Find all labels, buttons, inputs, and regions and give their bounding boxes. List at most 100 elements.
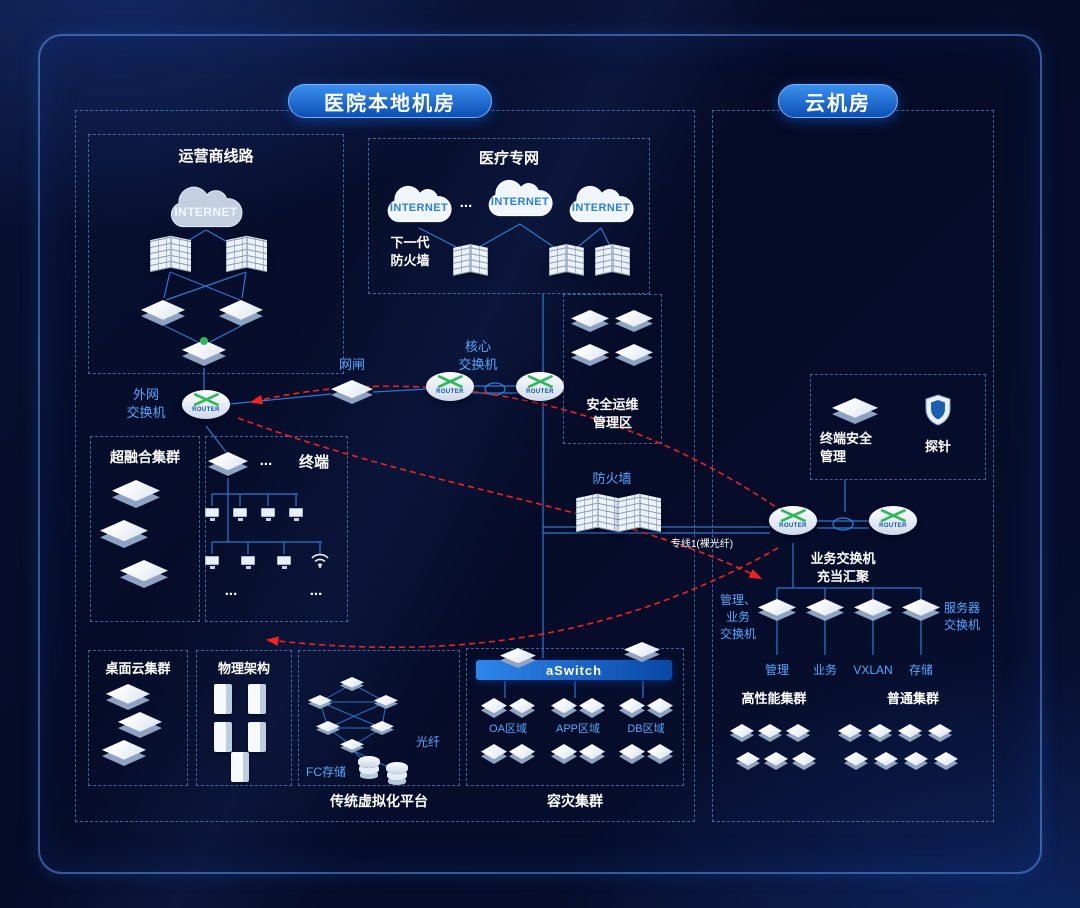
- router-label: ROUTER: [192, 406, 220, 413]
- internet-cloud: INTERNET: [377, 180, 461, 230]
- rack-server-icon: [792, 752, 816, 770]
- firewall-icon: [453, 244, 487, 276]
- net-vxlan-label: VXLAN: [853, 663, 893, 677]
- fc-storage-label: FC存储: [306, 765, 346, 779]
- rack-server-icon: [551, 744, 577, 764]
- leaf-switch-icon: [758, 599, 796, 621]
- rack-server-icon: [934, 752, 958, 770]
- ngfw-label: 下一代 防火墙: [390, 235, 430, 269]
- rack-server-icon: [928, 724, 952, 742]
- tower-server-icon: [248, 722, 266, 752]
- pc-icon: [233, 508, 247, 521]
- wifi-icon: [310, 552, 330, 573]
- hci-title: 超融合集群: [110, 449, 180, 465]
- leased-line-label: 专线1(裸光纤): [670, 539, 734, 550]
- internet-cloud: INTERNET: [559, 180, 643, 230]
- rack-server-icon: [730, 724, 754, 742]
- desktop-cloud-title: 桌面云集群: [105, 661, 171, 676]
- ellipsis: ...: [459, 194, 473, 211]
- rack-server-icon: [898, 724, 922, 742]
- network-gate-icon: [331, 380, 373, 404]
- rack-server-icon: [868, 724, 892, 742]
- rack-server-icon: [509, 744, 535, 764]
- rack-server-icon: [874, 752, 898, 770]
- host-icon: [316, 721, 340, 735]
- pc-icon: [261, 508, 275, 521]
- core-router-icon: ROUTER: [516, 372, 564, 408]
- hpc-cluster-title: 高性能集群: [741, 691, 807, 706]
- green-status-dot: [200, 337, 208, 345]
- aswitch-label: aSwitch: [545, 662, 603, 678]
- host-icon: [340, 677, 364, 691]
- zone-db-label: DB区域: [627, 723, 665, 735]
- cloud-region-badge: 云机房: [778, 84, 898, 118]
- desktop-cloud-box: [88, 650, 188, 786]
- firewall-icon: [549, 244, 583, 276]
- storage-icon: [386, 762, 408, 774]
- router-label: ROUTER: [779, 522, 807, 529]
- internet-cloud: INTERNET: [478, 174, 562, 224]
- terminal-title: 终端: [298, 454, 329, 471]
- firewall-icon: [618, 493, 660, 533]
- pc-icon: [205, 556, 219, 569]
- leaf-switch-icon: [854, 599, 892, 621]
- server-icon: [100, 520, 148, 548]
- physical-arch-title: 物理架构: [217, 661, 270, 676]
- rack-server-icon: [579, 744, 605, 764]
- router-label: ROUTER: [879, 522, 907, 529]
- pc-icon: [205, 508, 219, 521]
- rack-server-icon: [619, 698, 645, 718]
- carrier-box: [88, 134, 344, 374]
- rack-server-icon: [647, 698, 673, 718]
- rack-server-icon: [758, 724, 782, 742]
- business-router-icon: ROUTER: [769, 506, 817, 542]
- switch-icon: [141, 300, 185, 326]
- net-biz-label: 业务: [812, 663, 837, 677]
- core-router-icon: ROUTER: [426, 372, 474, 408]
- dr-cluster-title: 容灾集群: [547, 793, 603, 809]
- firewall-label: 防火墙: [592, 471, 632, 486]
- server-icon: [112, 480, 160, 508]
- security-ops-title: 安全运维 管理区: [586, 397, 639, 431]
- switch-icon: [500, 648, 536, 668]
- internet-cloud-label: INTERNET: [571, 202, 631, 214]
- gateway-switch-icon: [182, 337, 226, 366]
- biz-switch-label: 业务交换机 充当汇聚: [810, 551, 876, 585]
- rack-server-icon: [509, 698, 535, 718]
- virtualization-title: 传统虚拟化平台: [330, 793, 428, 809]
- rack-server-icon: [481, 744, 507, 764]
- firewall-icon: [595, 244, 629, 276]
- ordinary-cluster-title: 普通集群: [886, 691, 939, 706]
- server-icon: [118, 712, 162, 738]
- server-icon: [102, 740, 146, 766]
- ellipsis: ...: [224, 582, 238, 599]
- net-mgmt-label: 管理: [764, 663, 789, 677]
- pc-icon: [277, 556, 291, 569]
- router-label: ROUTER: [526, 388, 554, 395]
- terminal-security-label: 终端安全 管理: [820, 431, 873, 465]
- switch-icon: [571, 310, 609, 332]
- probe-label: 探针: [924, 439, 951, 454]
- internet-cloud-label: INTERNET: [389, 202, 449, 214]
- rack-server-icon: [844, 752, 868, 770]
- server-icon: [120, 560, 168, 588]
- leaf-switch-icon: [806, 599, 844, 621]
- mgmt-biz-switch-label: 管理、 业务 交换机: [719, 593, 756, 641]
- rack-server-icon: [764, 752, 788, 770]
- business-router-icon: ROUTER: [869, 506, 917, 542]
- switch-icon: [615, 344, 653, 366]
- internet-cloud: INTERNET: [156, 180, 256, 236]
- firewall-icon: [150, 235, 190, 273]
- outer-frame: [38, 34, 1042, 874]
- host-icon: [370, 721, 394, 735]
- firewall-icon: [226, 235, 266, 273]
- internet-cloud-label: INTERNET: [174, 204, 238, 219]
- rack-server-icon: [736, 752, 760, 770]
- rack-server-icon: [551, 698, 577, 718]
- server-switch-label: 服务器 交换机: [943, 601, 980, 632]
- ellipsis: ...: [309, 582, 323, 599]
- rack-server-icon: [579, 698, 605, 718]
- switch-icon: [571, 344, 609, 366]
- pc-icon: [241, 556, 255, 569]
